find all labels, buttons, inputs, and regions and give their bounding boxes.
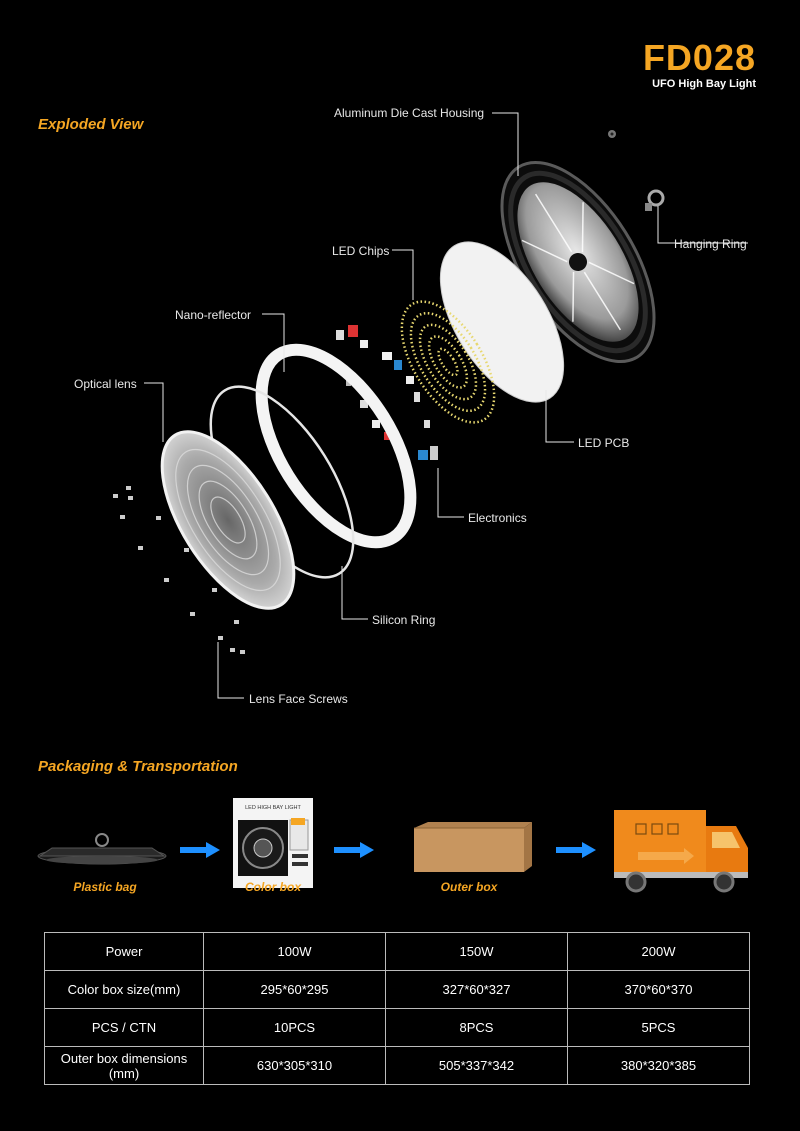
table-cell: 150W xyxy=(385,932,568,971)
callout-led-chips: LED Chips xyxy=(332,244,390,258)
table-row: Color box size(mm) 295*60*295 327*60*327… xyxy=(44,970,750,1009)
packaging-title: Packaging & Transportation xyxy=(38,758,238,775)
color-box-icon xyxy=(233,798,313,888)
table-cell: 505*337*342 xyxy=(385,1046,568,1085)
callout-nano-reflector: Nano-reflector xyxy=(175,308,252,322)
hanging-ring-part xyxy=(608,130,665,211)
table-cell: Power xyxy=(44,932,204,971)
exploded-view-title: Exploded View xyxy=(38,116,144,133)
callout-electronics: Electronics xyxy=(468,511,527,525)
table-cell: 8PCS xyxy=(385,1008,568,1047)
light-icon xyxy=(37,833,167,865)
outer-box-icon xyxy=(414,822,532,872)
color-box-text: LED HIGH BAY LIGHT xyxy=(245,805,301,811)
table-row: PCS / CTN 10PCS 8PCS 5PCS xyxy=(44,1008,750,1047)
table-cell: 370*60*370 xyxy=(567,970,750,1009)
model-code: FD028 xyxy=(642,37,756,78)
table-cell: 295*60*295 xyxy=(203,970,386,1009)
model-name: UFO High Bay Light xyxy=(652,78,756,90)
step-outer-box: Outer box xyxy=(440,880,498,894)
table-cell: Color box size(mm) xyxy=(44,970,204,1009)
table-cell: 380*320*385 xyxy=(567,1046,750,1085)
table-cell: 10PCS xyxy=(203,1008,386,1047)
callout-silicon-ring: Silicon Ring xyxy=(372,613,436,627)
callout-hanging-ring: Hanging Ring xyxy=(674,237,747,251)
truck-icon xyxy=(614,810,748,893)
step-plastic-bag: Plastic bag xyxy=(73,880,137,894)
led-chips-part xyxy=(400,300,496,424)
arrow-icon xyxy=(334,842,374,858)
table-cell: 327*60*327 xyxy=(385,970,568,1009)
electronics-part xyxy=(336,325,438,460)
arrow-icon xyxy=(180,842,220,858)
callout-optical-lens: Optical lens xyxy=(74,377,137,391)
model-header: FD028 UFO High Bay Light xyxy=(642,37,756,91)
table-row: Outer box dimensions (mm) 630*305*310 50… xyxy=(44,1046,750,1085)
callout-housing: Aluminum Die Cast Housing xyxy=(334,106,485,120)
callout-lines xyxy=(144,112,748,699)
led-pcb-part xyxy=(439,241,565,403)
table-cell: 200W xyxy=(567,932,750,971)
packaging-diagram: LED HIGH BAY LIGHT xyxy=(37,798,748,893)
nano-reflector-part xyxy=(255,343,417,549)
callout-led-pcb: LED PCB xyxy=(578,436,630,450)
optical-lens-part xyxy=(160,430,296,610)
arrow-icon xyxy=(556,842,596,858)
housing-part xyxy=(500,160,656,364)
callout-lens-screws: Lens Face Screws xyxy=(249,692,348,706)
table-row: Power 100W 150W 200W xyxy=(44,932,750,971)
table-cell: Outer box dimensions (mm) xyxy=(44,1046,204,1085)
exploded-view-diagram xyxy=(113,112,748,699)
spec-table: Power 100W 150W 200W Color box size(mm) … xyxy=(44,932,750,1085)
step-color-box: Color box xyxy=(245,880,301,894)
lens-screws-part xyxy=(113,486,245,654)
table-cell: PCS / CTN xyxy=(44,1008,204,1047)
table-cell: 5PCS xyxy=(567,1008,750,1047)
table-cell: 100W xyxy=(203,932,386,971)
table-cell: 630*305*310 xyxy=(203,1046,386,1085)
